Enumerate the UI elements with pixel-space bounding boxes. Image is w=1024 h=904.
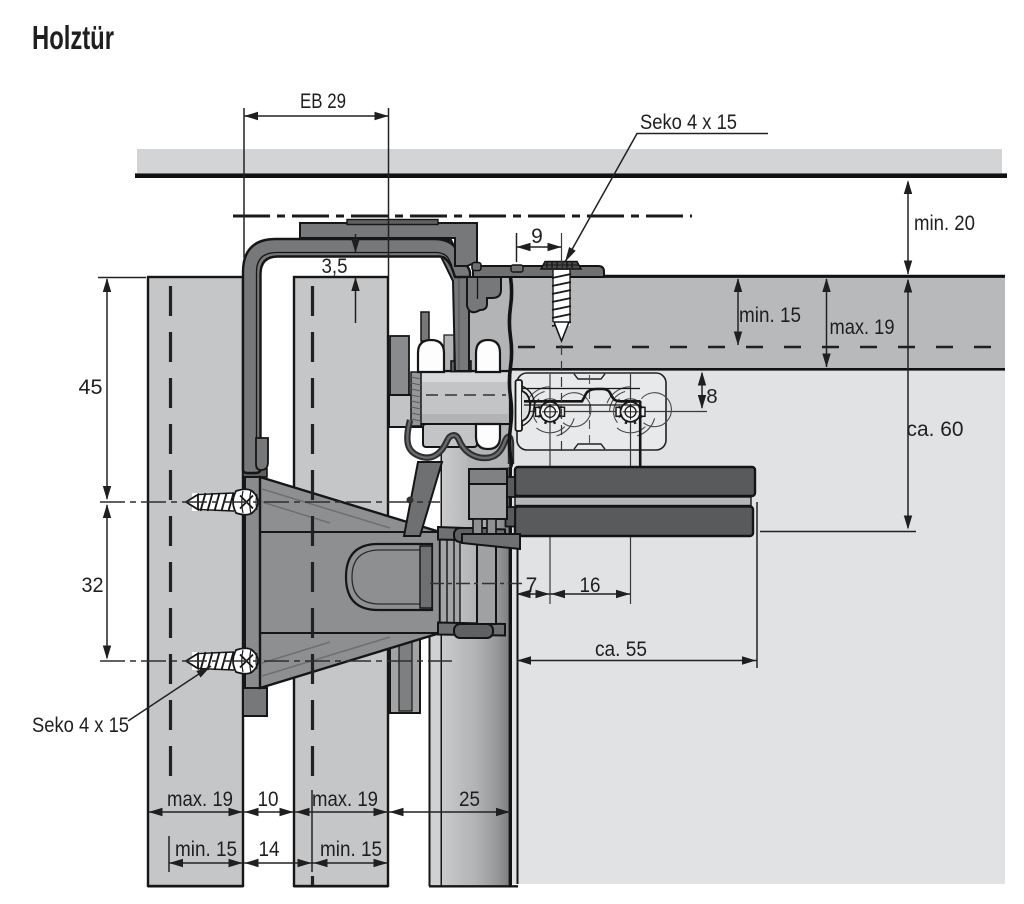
svg-text:Seko 4 x 15: Seko 4 x 15 [640,111,737,134]
svg-text:EB 29: EB 29 [300,90,346,113]
svg-text:16: 16 [580,574,601,597]
svg-text:Holztür: Holztür [32,19,114,56]
svg-text:max. 19: max. 19 [830,316,895,339]
svg-text:min. 15: min. 15 [320,838,382,861]
svg-text:min. 15: min. 15 [175,838,237,861]
svg-text:8: 8 [706,385,717,408]
svg-text:ca. 55: ca. 55 [595,638,647,661]
svg-text:10: 10 [258,788,279,811]
svg-text:32: 32 [82,574,104,597]
svg-text:14: 14 [259,838,280,861]
svg-text:45: 45 [79,376,103,399]
svg-text:7: 7 [526,574,538,597]
svg-text:max. 19: max. 19 [167,788,233,811]
svg-text:9: 9 [531,225,543,248]
svg-text:ca. 60: ca. 60 [907,418,964,441]
svg-text:Seko 4 x 15: Seko 4 x 15 [32,714,129,737]
svg-text:25: 25 [459,788,480,811]
svg-text:min. 15: min. 15 [739,304,801,327]
svg-text:3,5: 3,5 [322,255,348,278]
svg-text:min. 20: min. 20 [914,212,975,235]
svg-text:max. 19: max. 19 [312,788,378,811]
